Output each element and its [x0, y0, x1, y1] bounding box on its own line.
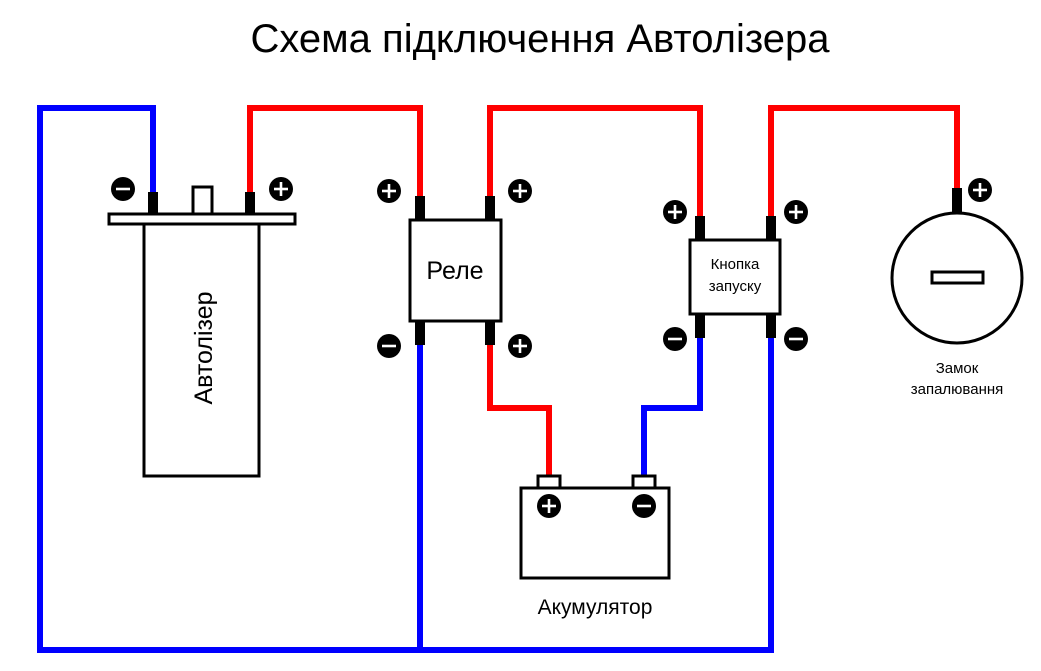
battery-negative-post [631, 474, 657, 490]
relay-pin-top-left [415, 196, 425, 220]
ignition-lock-pin [952, 188, 962, 214]
relay-pin-bottom-right [485, 321, 495, 345]
ignition-lock: Замок запалювання [890, 176, 1024, 398]
start-button-pin-bottom-right [766, 314, 776, 338]
plus-terminal-icon [966, 176, 994, 204]
ignition-lock-label-line1: Замок [936, 360, 979, 377]
battery: Акумулятор [519, 474, 671, 619]
minus-terminal-icon [661, 325, 689, 353]
minus-terminal-icon [630, 492, 658, 520]
minus-terminal-icon [109, 175, 137, 203]
ignition-lock-label-line2: запалювання [911, 381, 1004, 398]
start-button-unit: Кнопка запуску [661, 198, 810, 353]
relay-body [408, 218, 503, 323]
positive-wires [247, 105, 960, 478]
relay-pin-bottom-left [415, 321, 425, 345]
positive-wire-autolyzer-to-relay [247, 105, 423, 218]
minus-terminal-icon [375, 332, 403, 360]
autolyzer-positive-pin [245, 192, 255, 214]
negative-wire-autolyzer-ground [37, 105, 774, 653]
battery-label: Акумулятор [538, 596, 653, 619]
start-button-body [688, 238, 782, 316]
autolyzer-label: Автолізер [190, 291, 218, 404]
diagram-title: Схема підключення Автолізера [250, 17, 830, 61]
autolyzer-body [142, 222, 261, 478]
start-button-label-line2: запуску [709, 278, 762, 295]
plus-terminal-icon [375, 177, 403, 205]
positive-wire-relay-to-button [487, 105, 703, 240]
plus-terminal-icon [506, 177, 534, 205]
minus-terminal-icon [782, 325, 810, 353]
plus-terminal-icon [506, 332, 534, 360]
start-button-pin-bottom-left [695, 314, 705, 338]
plus-terminal-icon [267, 175, 295, 203]
relay: Реле [375, 177, 534, 360]
plus-terminal-icon [782, 198, 810, 226]
relay-pin-top-right [485, 196, 495, 220]
positive-wire-relay-to-battery [487, 334, 552, 478]
start-button-pin-top-right [766, 216, 776, 240]
autolyzer-negative-pin [148, 192, 158, 214]
ignition-lock-keyhole [930, 270, 985, 285]
battery-positive-post [536, 474, 562, 490]
start-button-pin-top-left [695, 216, 705, 240]
positive-wire-button-to-lock [768, 105, 960, 240]
start-button-label-line1: Кнопка [711, 256, 760, 273]
autolyzer: Автолізер [107, 175, 297, 478]
negative-wires [37, 105, 774, 653]
negative-wire-button-to-battery [641, 334, 703, 478]
plus-terminal-icon [661, 198, 689, 226]
relay-label: Реле [426, 257, 483, 285]
autolyzer-nozzle [191, 185, 214, 216]
plus-terminal-icon [535, 492, 563, 520]
